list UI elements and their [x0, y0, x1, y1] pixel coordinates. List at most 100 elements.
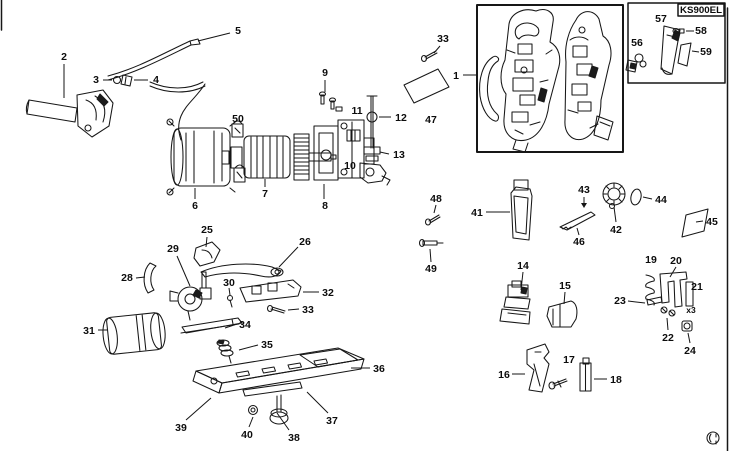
part-45-plate: [681, 208, 709, 238]
part-56-selector: [625, 53, 647, 73]
part-label-21: 21: [691, 281, 703, 293]
part-22-screws: [660, 306, 676, 317]
part-label-7: 7: [262, 188, 268, 200]
leader-line-30: [228, 287, 231, 296]
part-33-screw-upper: [420, 50, 438, 63]
part-label-12: 12: [395, 112, 407, 124]
part-37-footplate: [192, 347, 365, 394]
part-label-20: 20: [670, 255, 682, 267]
part-label-41: 41: [471, 207, 483, 219]
part-46-saw-blade: [559, 211, 596, 231]
part-17-screw: [548, 378, 568, 390]
part-label-4: 4: [153, 74, 159, 86]
part-label-14: 14: [517, 260, 529, 272]
part-label-38: 38: [288, 432, 300, 444]
part-label-57: 57: [655, 13, 667, 25]
leader-line-42: [613, 206, 617, 223]
part-label-24: 24: [684, 345, 696, 357]
part-48-screw: [424, 214, 441, 226]
part-6-field-stator: [166, 118, 236, 196]
leader-line-44: [642, 196, 653, 200]
leader-line-38: [276, 412, 290, 431]
inset-box: KS900EL: [625, 2, 726, 84]
leader-line-35: [238, 344, 259, 351]
part-16-blade-guard: [526, 343, 550, 393]
leader-line-29: [176, 255, 191, 287]
part-38-clamp-bolt: [242, 381, 303, 425]
part-label-31: 31: [83, 325, 95, 337]
part-20-bracket: [659, 271, 688, 308]
part-label-42: 42: [610, 224, 622, 236]
leader-line-37: [306, 391, 329, 414]
part-label-37: 37: [326, 415, 338, 427]
leader-line-46: [576, 227, 580, 236]
part-13-counterweight: [359, 146, 391, 186]
leader-line-40: [248, 416, 254, 428]
part-label-43: 43: [578, 184, 590, 196]
part-40-nut: [247, 404, 259, 416]
part-label-46: 46: [573, 236, 585, 248]
part-59-strip: [677, 42, 692, 67]
part-33-screw-lower: [266, 304, 286, 314]
part-label-19: 19: [645, 254, 657, 266]
part-label-34: 34: [239, 319, 251, 331]
part-31-dust-tube: [102, 312, 166, 355]
part-21-strip: [685, 281, 694, 307]
part-36-overshoe: [299, 348, 359, 368]
part-label-58: 58: [695, 25, 707, 37]
part-7-armature: [221, 133, 337, 181]
model-label-box: [677, 3, 725, 17]
part-44-o-ring: [630, 188, 642, 206]
part-label-35: 35: [261, 339, 273, 351]
leader-line-23: [627, 300, 646, 304]
part-5-power-cord: [107, 38, 206, 141]
leader-line-15: [563, 291, 566, 305]
part-34-bar: [180, 317, 243, 334]
part-label-40: 40: [241, 429, 253, 441]
part-label-5: 5: [235, 25, 241, 37]
part-29-cam: [169, 286, 212, 321]
part-41-guard: [510, 179, 533, 241]
leader-line-5: [197, 32, 231, 42]
leader-line-13: [379, 151, 390, 155]
part-32-plate: [239, 279, 302, 303]
part-2-nose-housing: [25, 89, 114, 138]
part-label-45: 45: [706, 216, 718, 228]
leader-line-28: [135, 276, 146, 279]
part-label-28: 28: [121, 272, 133, 284]
leader-line-22: [666, 317, 669, 331]
leader-line-45: [695, 220, 704, 223]
part-label-49: 49: [425, 263, 437, 275]
part-24-nut: [681, 320, 693, 332]
part-3-4-cord-clamp: [112, 74, 133, 87]
part-label-30: 30: [223, 277, 235, 289]
leader-line-25: [205, 236, 208, 248]
leader-line-26: [278, 246, 299, 268]
part-label-26: 26: [299, 236, 311, 248]
leader-line-39: [185, 397, 212, 421]
leader-line-49: [429, 248, 432, 263]
part-label-16: 16: [498, 369, 510, 381]
part-42-gear: [602, 182, 626, 210]
part-28-strip: [143, 262, 157, 294]
part-label-15: 15: [559, 280, 571, 292]
part-label-10: 10: [344, 160, 356, 172]
part-label-44: 44: [655, 194, 667, 206]
part-23-pin: [646, 296, 663, 306]
part-label-3: 3: [93, 74, 99, 86]
part-15-cover: [546, 300, 578, 328]
model-label: KS900EL: [680, 5, 722, 16]
part-label-23: 23: [614, 295, 626, 307]
leader-line-14: [520, 271, 524, 291]
part-label-11: 11: [351, 105, 362, 117]
part-label-6: 6: [192, 200, 198, 212]
part-14-switch: [499, 280, 531, 325]
part-label-59: 59: [700, 46, 712, 58]
leader-line-59: [691, 50, 700, 53]
part-58-screw: [672, 27, 685, 35]
part-label-22: 22: [662, 332, 674, 344]
part-label-25: 25: [201, 224, 213, 236]
